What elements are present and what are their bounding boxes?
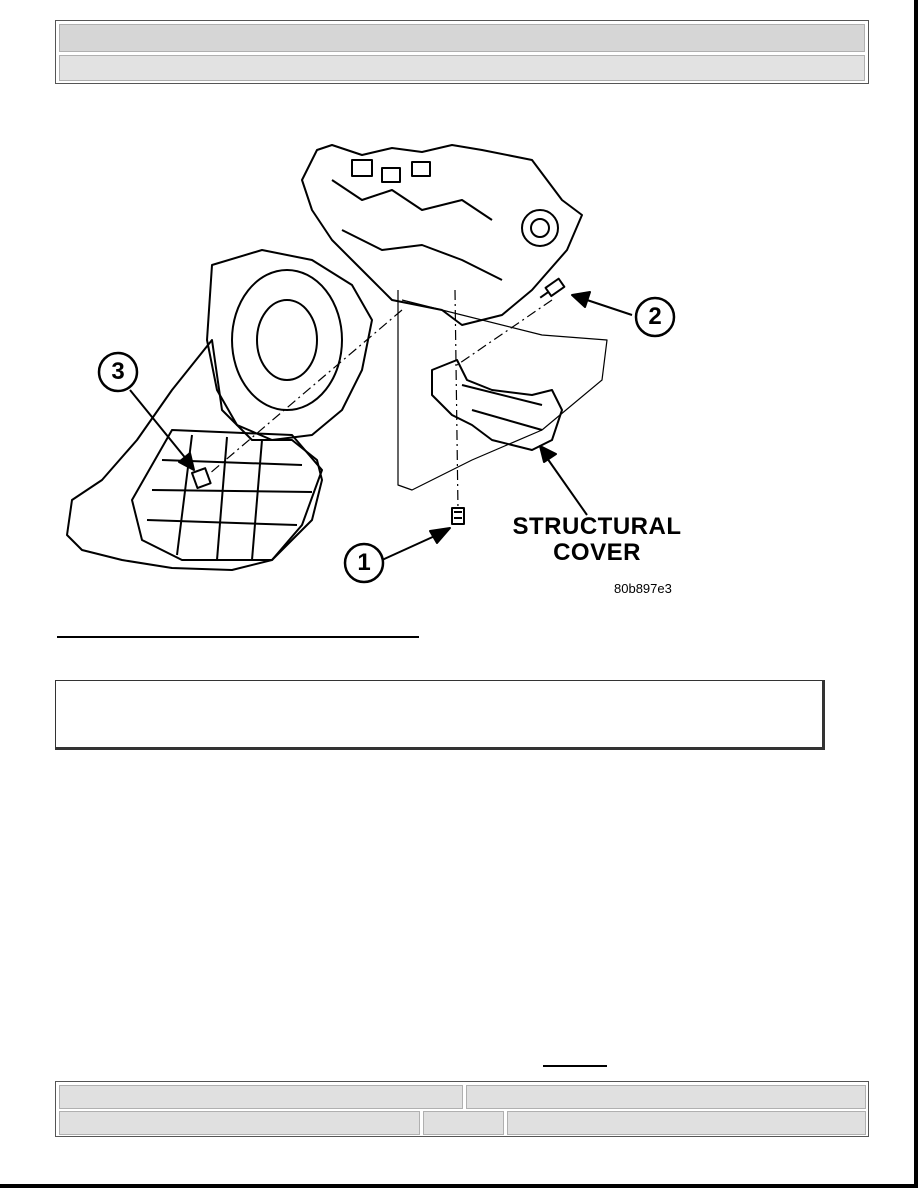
transmission-bellhousing <box>206 249 373 441</box>
callout-2-label: 2 <box>648 303 662 330</box>
header-table <box>55 20 869 84</box>
note-box <box>55 680 825 750</box>
bolt-3 <box>191 467 212 490</box>
footer-right-top <box>466 1085 866 1109</box>
alignment-line-3 <box>201 309 403 481</box>
phantom-outline <box>397 290 608 491</box>
short-divider <box>543 1065 607 1067</box>
arrow-1 <box>381 527 451 561</box>
bolt-2 <box>539 277 566 299</box>
structural-cover-illustration: 1 2 3 STRUCTURAL COVER 80b897e3 <box>62 140 702 610</box>
callout-1-label: 1 <box>357 549 371 576</box>
structural-cover-label: STRUCTURAL COVER <box>502 514 692 566</box>
alignment-line-1 <box>454 289 459 511</box>
engine-block <box>301 144 583 326</box>
divider-line <box>57 636 419 638</box>
header-title <box>59 24 865 52</box>
image-code: 80b897e3 <box>614 581 672 596</box>
structural-cover <box>431 359 563 451</box>
structural-label-line2: COVER <box>553 539 641 566</box>
footer-right-bottom <box>507 1111 866 1135</box>
header-subtitle <box>59 55 865 81</box>
alignment-line-2 <box>456 299 553 366</box>
transmission-body <box>66 339 323 571</box>
footer-table <box>55 1081 869 1137</box>
callout-circle-3 <box>97 351 139 393</box>
footer-left-top <box>59 1085 463 1109</box>
callout-circle-2 <box>634 296 676 338</box>
footer-middle-bottom <box>423 1111 504 1135</box>
arrow-3 <box>129 389 195 471</box>
arrow-2 <box>571 291 633 316</box>
exploded-view-drawing <box>66 144 676 584</box>
note-text <box>56 681 822 697</box>
structural-label-line1: STRUCTURAL <box>512 513 682 540</box>
callout-circle-1 <box>343 542 385 584</box>
footer-left-bottom <box>59 1111 420 1135</box>
arrow-cover <box>539 445 588 516</box>
transmission-oil-pan <box>131 429 323 561</box>
bolt-1 <box>451 507 465 525</box>
callout-3-label: 3 <box>111 358 125 385</box>
